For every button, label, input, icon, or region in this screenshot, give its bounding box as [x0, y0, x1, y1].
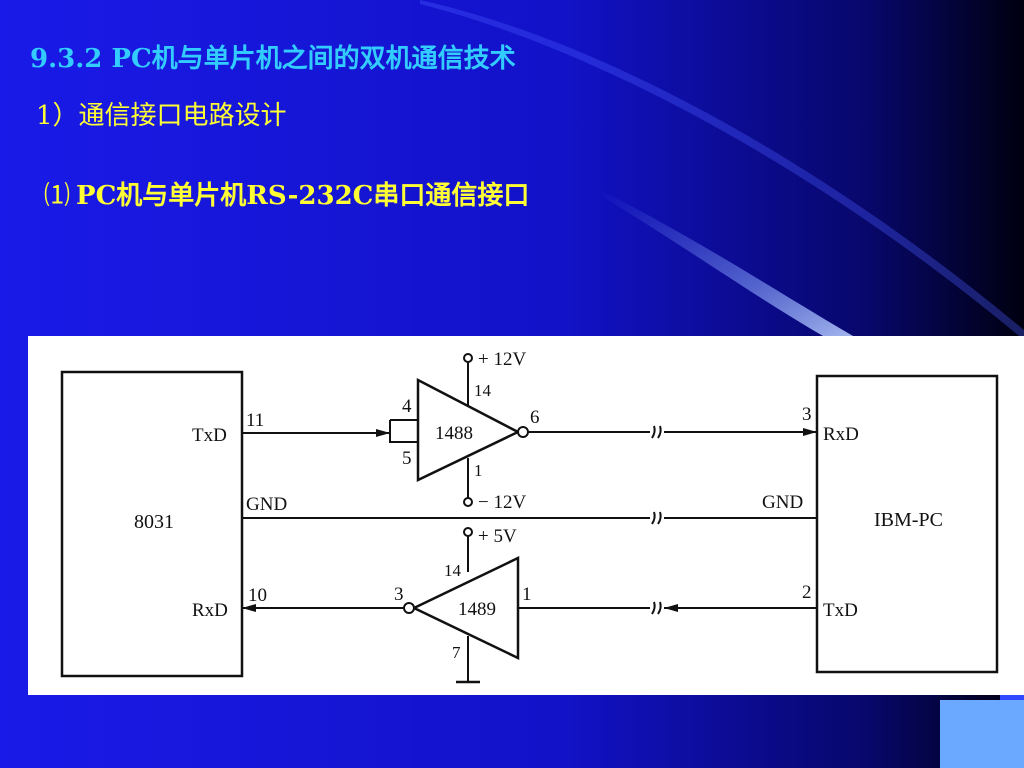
circuit-diagram-panel: 8031 TxD RxD GND 11 10 IBM-PC RxD TxD GN…	[28, 336, 1024, 695]
corner-block	[940, 700, 1024, 768]
driver-supply-neg: − 12V	[478, 492, 526, 513]
driver-label: 1488	[435, 423, 473, 444]
circuit-diagram: 8031 TxD RxD GND 11 10 IBM-PC RxD TxD GN…	[60, 349, 999, 684]
driver-pin-14: 14	[474, 381, 492, 400]
driver-pin-1: 1	[474, 461, 483, 480]
receiver-pin-14: 14	[444, 561, 462, 580]
section-heading: 1）通信接口电路设计	[36, 101, 287, 131]
driver-vcc-terminal	[463, 353, 473, 363]
driver-vee-terminal	[463, 497, 473, 507]
slide-title: 9.3.2 PC机与单片机之间的双机通信技术	[30, 44, 516, 74]
receiver-supply: + 5V	[478, 526, 517, 547]
receiver-label: 1489	[458, 599, 496, 620]
receiver-pin-1: 1	[522, 584, 532, 605]
mcu-txd-pin: 11	[246, 410, 264, 431]
cable-break-1	[651, 425, 662, 439]
pc-label: IBM-PC	[874, 509, 943, 531]
receiver-pin-7: 7	[452, 643, 461, 662]
driver-output-bubble	[517, 426, 529, 438]
ibm-pc-box	[815, 374, 999, 674]
cable-break-3	[651, 601, 662, 615]
pc-gnd-label: GND	[762, 492, 803, 513]
mcu-txd-label: TxD	[192, 425, 227, 446]
subsection-heading: ⑴PC机与单片机RS-232C串口通信接口	[44, 175, 529, 212]
pc-txd-label: TxD	[823, 600, 858, 621]
driver-input-bracket	[389, 419, 418, 443]
pc-rxd-label: RxD	[823, 424, 859, 445]
mcu-8031-box	[60, 370, 244, 678]
receiver-pin-3: 3	[394, 584, 404, 605]
pc-txd-pin: 2	[802, 582, 812, 603]
driver-pin-6: 6	[530, 407, 540, 428]
mcu-gnd-label: GND	[246, 494, 287, 515]
mcu-label: 8031	[134, 511, 174, 533]
mcu-rxd-label: RxD	[192, 600, 228, 621]
driver-pin-5: 5	[402, 448, 412, 469]
decorative-swoosh	[600, 190, 860, 340]
mcu-rxd-pin: 10	[248, 585, 267, 606]
receiver-vcc-terminal	[463, 527, 473, 537]
subsection-number: ⑴	[44, 181, 71, 211]
pc-rxd-pin: 3	[802, 404, 812, 425]
driver-pin-4: 4	[402, 396, 412, 417]
subsection-text: PC机与单片机RS-232C串口通信接口	[76, 181, 530, 211]
driver-supply-pos: + 12V	[478, 349, 526, 370]
cable-break-2	[651, 511, 662, 525]
receiver-output-bubble	[403, 602, 415, 614]
